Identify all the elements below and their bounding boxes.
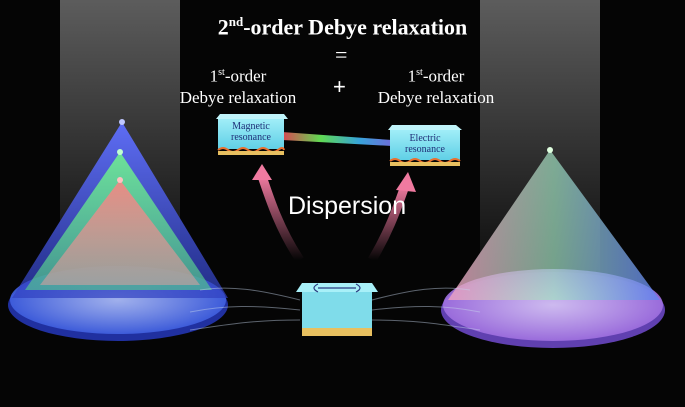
plus-sign: + — [333, 74, 346, 99]
right-relaxation-label: 1st-order Debye relaxation — [377, 66, 495, 107]
electric-resonance-box — [388, 125, 462, 166]
arrow-to-electric — [368, 184, 410, 263]
magnetic-resonance-box — [216, 114, 288, 155]
focus-point-green — [117, 149, 123, 155]
magnetic-resonance-text: Magnetic resonance — [231, 121, 271, 143]
equals-sign: = — [335, 42, 348, 67]
cone-rainbow — [448, 150, 660, 300]
focus-point-blue — [119, 119, 125, 125]
arrowhead-electric — [396, 172, 416, 192]
arrowhead-magnetic — [252, 164, 272, 180]
dispersion-beam — [282, 132, 392, 146]
electric-resonance-text: Electric resonance — [405, 133, 445, 155]
arrow-to-magnetic — [257, 174, 304, 263]
cone-red — [40, 180, 200, 285]
dispersion-label: Dispersion — [288, 192, 407, 220]
unit-cell-block — [296, 283, 378, 336]
main-title: 2nd-order Debye relaxation — [217, 14, 468, 40]
left-relaxation-label: 1st-order Debye relaxation — [179, 66, 297, 107]
focus-point-right — [547, 147, 553, 153]
focus-point-red — [117, 177, 123, 183]
field-lines — [189, 287, 481, 331]
